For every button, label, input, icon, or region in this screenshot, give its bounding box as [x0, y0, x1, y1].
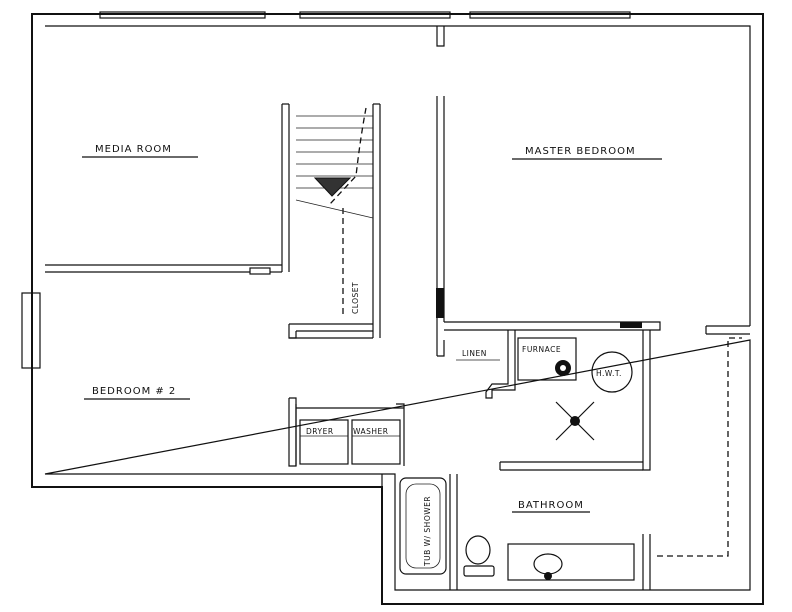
washer-label: WASHER	[353, 427, 389, 436]
washer	[351, 419, 401, 465]
furnace	[517, 337, 577, 381]
bedroom-2-label: BEDROOM # 2	[92, 386, 176, 397]
furnace-label: FURNACE	[522, 345, 561, 354]
exterior-walls	[21, 11, 764, 605]
toilet	[463, 535, 495, 577]
hot-water-tank	[591, 351, 633, 393]
dryer-label: DRYER	[306, 427, 334, 436]
interior-walls	[45, 26, 742, 590]
staircase	[295, 107, 374, 219]
tub-shower	[399, 477, 447, 575]
bathroom-label: BATHROOM	[518, 500, 584, 511]
vanity-sink	[507, 543, 635, 581]
closet-label: CLOSET	[351, 282, 360, 314]
hwt-label: H.W.T.	[596, 369, 622, 378]
linen-label: LINEN	[462, 349, 487, 358]
tub-shower-label: TUB W/ SHOWER	[423, 496, 432, 567]
dryer	[299, 419, 349, 465]
floor-drain-icon	[555, 401, 595, 441]
master-bedroom-label: MASTER BEDROOM	[525, 146, 636, 157]
media-room-label: MEDIA ROOM	[95, 144, 172, 155]
